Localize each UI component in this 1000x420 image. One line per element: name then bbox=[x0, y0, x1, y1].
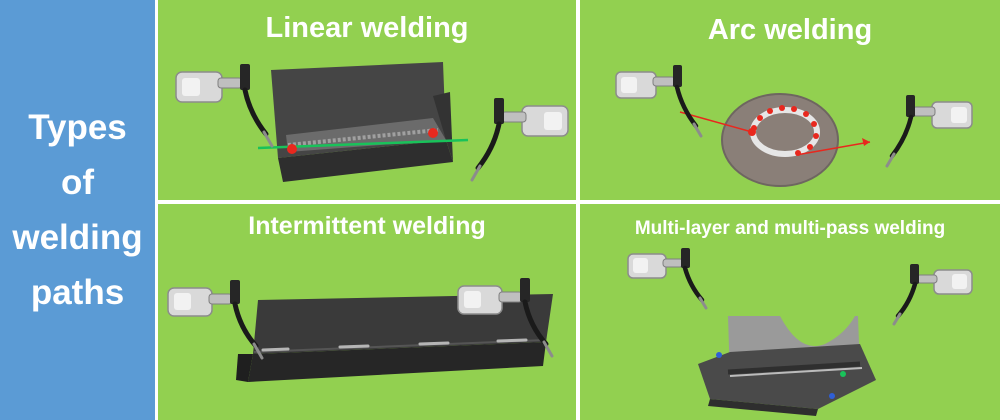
multilayer-welding-panel: Multi-layer and multi-pass welding bbox=[580, 204, 1000, 420]
arc-weld-arrows bbox=[679, 111, 871, 156]
linear-weld-end-point bbox=[428, 128, 438, 138]
welding-torch-icon bbox=[472, 98, 568, 180]
linear-welding-panel: Linear welding bbox=[158, 0, 576, 200]
welding-torch-icon bbox=[168, 280, 262, 358]
welding-torch-icon bbox=[616, 65, 701, 136]
sidebar-line-types: Types bbox=[28, 108, 127, 147]
intermittent-welding-title: Intermittent welding bbox=[248, 212, 486, 240]
welding-torch-icon bbox=[176, 64, 272, 146]
sidebar-title: Types of welding paths bbox=[0, 0, 155, 420]
welding-torch-icon bbox=[894, 264, 972, 324]
welding-torch-icon bbox=[887, 95, 972, 166]
linear-welding-illustration bbox=[158, 0, 576, 200]
linear-welding-title: Linear welding bbox=[265, 12, 469, 44]
linear-steel-workpiece bbox=[271, 62, 453, 182]
intermittent-welding-illustration bbox=[158, 204, 576, 382]
intermittent-steel-workpiece bbox=[236, 294, 553, 382]
arc-steel-disc bbox=[721, 93, 839, 187]
welding-torch-icon bbox=[628, 248, 706, 308]
arc-welding-panel: Arc welding bbox=[580, 0, 1000, 200]
sidebar-line-of: of bbox=[60, 163, 95, 202]
intermittent-welding-panel: Intermittent welding bbox=[158, 204, 576, 420]
sidebar-line-paths: paths bbox=[30, 273, 125, 312]
arc-welding-illustration bbox=[580, 0, 1000, 187]
multilayer-steel-workpiece bbox=[698, 316, 876, 416]
sidebar-line-welding: welding bbox=[12, 218, 143, 257]
multilayer-welding-title: Multi-layer and multi-pass welding bbox=[634, 218, 946, 239]
linear-weld-start-point bbox=[287, 144, 297, 154]
multilayer-welding-illustration bbox=[580, 204, 1000, 416]
arc-welding-title: Arc welding bbox=[707, 14, 873, 46]
